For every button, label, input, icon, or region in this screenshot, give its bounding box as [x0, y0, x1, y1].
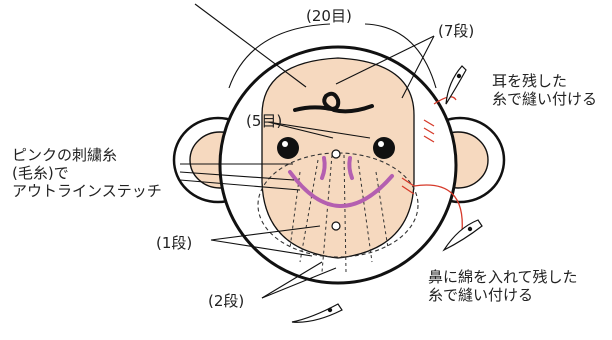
- label-embroidery-3: アウトラインステッチ: [12, 182, 162, 200]
- label-rounds-20: (20目): [306, 7, 352, 25]
- label-rows-7: (7段): [438, 22, 474, 40]
- embroidery-mouth: [288, 156, 394, 208]
- needle-icon: [445, 65, 467, 105]
- hair-curl: [293, 91, 374, 114]
- nose-center-mark: [331, 149, 341, 159]
- label-stitch-5: (5目): [246, 112, 282, 130]
- label-embroidery-1: ピンクの刺繍糸: [12, 146, 117, 164]
- left-eye: [277, 137, 299, 159]
- label-nose-note-2: 糸で縫い付ける: [428, 286, 533, 304]
- needle-icon: [291, 303, 343, 323]
- right-eye: [373, 137, 395, 159]
- label-ear-note-2: 糸で縫い付ける: [492, 90, 597, 108]
- leader-lines: [179, 3, 437, 299]
- muzzle-center-mark: [331, 221, 341, 231]
- label-nose-note-1: 鼻に綿を入れて残した: [428, 268, 578, 286]
- muzzle-dashed-outline: [257, 152, 419, 258]
- label-row-2: (2段): [208, 292, 244, 310]
- needle-icon: [442, 219, 483, 252]
- label-ear-note-1: 耳を残した: [492, 72, 567, 90]
- label-embroidery-2: (毛糸)で: [12, 164, 69, 182]
- label-row-1: (1段): [156, 234, 192, 252]
